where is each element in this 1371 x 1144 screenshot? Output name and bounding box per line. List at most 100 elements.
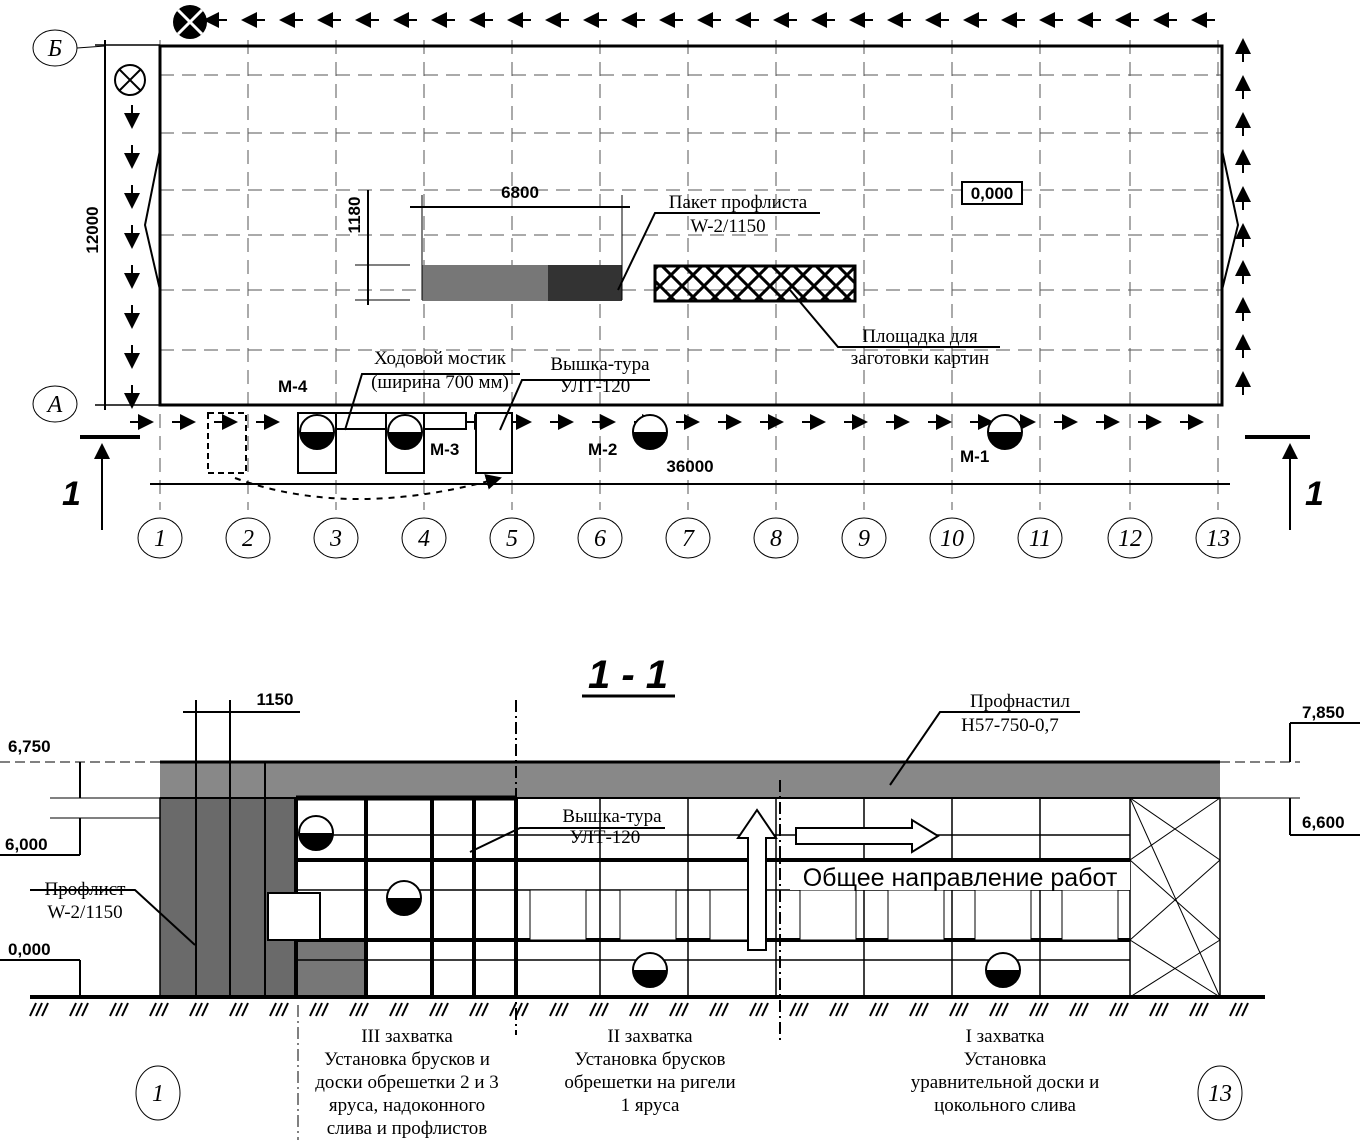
level-marks: 6,750 6,000 0,000 7,850 6,600 bbox=[0, 703, 1360, 997]
svg-text:(ширина 700 мм): (ширина 700 мм) bbox=[371, 372, 509, 393]
svg-text:Общее направление работ: Общее направление работ bbox=[803, 864, 1118, 892]
building-outline bbox=[158, 44, 1224, 407]
hatch-mark bbox=[549, 1002, 557, 1017]
hatch-mark bbox=[149, 1002, 157, 1017]
deck-label: Профнастил Н57-750-0,7 bbox=[889, 691, 1080, 786]
level-mark: 0,000 bbox=[961, 181, 1023, 205]
hatch-mark bbox=[1201, 1002, 1209, 1017]
svg-text:6,750: 6,750 bbox=[8, 737, 51, 756]
axis-bubble: 13 bbox=[1195, 517, 1241, 559]
work-direction: Общее направление работ bbox=[736, 808, 1130, 951]
axis-1: 1 bbox=[135, 1065, 181, 1121]
svg-text:1: 1 bbox=[152, 1081, 164, 1107]
hatch-mark bbox=[829, 1002, 837, 1017]
axis-bubble: 3 bbox=[313, 517, 359, 559]
hatch-mark bbox=[235, 1002, 243, 1017]
hatch-mark bbox=[589, 1002, 597, 1017]
hatch-mark bbox=[389, 1002, 397, 1017]
hatch-mark bbox=[921, 1002, 929, 1017]
window bbox=[267, 892, 321, 941]
hatch-mark bbox=[1069, 1002, 1077, 1017]
hatch-mark bbox=[35, 1002, 43, 1017]
row-axis-a: А bbox=[32, 385, 78, 423]
hatch-mark bbox=[401, 1002, 409, 1017]
hatch-mark bbox=[801, 1002, 809, 1017]
axis-label: 6 bbox=[594, 526, 606, 552]
window bbox=[529, 889, 587, 941]
stage-text: Установка bbox=[964, 1049, 1047, 1070]
window bbox=[799, 889, 857, 941]
stage-text: доски обрешетки 2 и 3 bbox=[315, 1072, 499, 1093]
hatch-mark bbox=[1035, 1002, 1043, 1017]
hatch-mark bbox=[201, 1002, 209, 1017]
svg-text:6,600: 6,600 bbox=[1302, 813, 1345, 832]
axis-bubble: 7 bbox=[665, 517, 711, 559]
hatch-mark bbox=[241, 1002, 249, 1017]
svg-text:13: 13 bbox=[1208, 1081, 1232, 1107]
section-title: 1 - 1 bbox=[588, 653, 668, 697]
axis-bubble: 11 bbox=[1017, 517, 1063, 559]
walkway-bridge: Ходовой мостик (ширина 700 мм) Вышка-тур… bbox=[207, 348, 650, 500]
svg-text:1: 1 bbox=[1305, 475, 1324, 513]
axis-bubble: 4 bbox=[401, 517, 447, 559]
crane-position-icon bbox=[114, 64, 146, 96]
hatch-mark bbox=[629, 1002, 637, 1017]
dim-width-text: 36000 bbox=[666, 457, 713, 476]
svg-text:1150: 1150 bbox=[257, 690, 294, 709]
stage-text: Установка брусков и bbox=[324, 1049, 490, 1070]
hatch-mark bbox=[909, 1002, 917, 1017]
stage-text: 1 яруса bbox=[621, 1095, 680, 1116]
hatch-mark bbox=[881, 1002, 889, 1017]
hatch-mark bbox=[961, 1002, 969, 1017]
axis-label: 7 bbox=[682, 526, 695, 552]
hatch-mark bbox=[1115, 1002, 1123, 1017]
mechanism-half bbox=[988, 432, 1022, 449]
svg-text:Вышка-тура: Вышка-тура bbox=[550, 354, 650, 375]
svg-text:УЛТ-120: УЛТ-120 bbox=[560, 376, 631, 397]
hatch-mark bbox=[635, 1002, 643, 1017]
hatch-mark bbox=[995, 1002, 1003, 1017]
hatch-mark bbox=[1189, 1002, 1197, 1017]
axis-label: 1 bbox=[154, 526, 166, 552]
hatch-mark bbox=[349, 1002, 357, 1017]
brace bbox=[1129, 939, 1221, 998]
gate-right bbox=[1221, 149, 1240, 291]
axis-label: 5 bbox=[506, 526, 518, 552]
hatch-mark bbox=[595, 1002, 603, 1017]
svg-text:УЛТ-120: УЛТ-120 bbox=[570, 827, 641, 848]
hatch-mark bbox=[161, 1002, 169, 1017]
svg-text:Профнастил: Профнастил bbox=[970, 691, 1071, 712]
hatch-mark bbox=[949, 1002, 957, 1017]
hatch-mark bbox=[1075, 1002, 1083, 1017]
hatch-mark bbox=[361, 1002, 369, 1017]
hatch-mark bbox=[1241, 1002, 1249, 1017]
hatch-mark bbox=[469, 1002, 477, 1017]
stage-text: слива и профлистов bbox=[327, 1118, 488, 1139]
hatch-mark bbox=[915, 1002, 923, 1017]
hatch-mark bbox=[155, 1002, 163, 1017]
stage-text: обрешетки на ригели bbox=[564, 1072, 735, 1093]
hatch-mark bbox=[121, 1002, 129, 1017]
axis-label: 4 bbox=[418, 526, 430, 552]
hatch-mark bbox=[875, 1002, 883, 1017]
gate-left bbox=[143, 149, 161, 291]
svg-text:Н57-750-0,7: Н57-750-0,7 bbox=[961, 715, 1059, 736]
hatch-mark bbox=[749, 1002, 757, 1017]
hatch-mark bbox=[675, 1002, 683, 1017]
svg-text:Ходовой мостик: Ходовой мостик bbox=[374, 348, 507, 369]
hatch-mark bbox=[109, 1002, 117, 1017]
section-cut-left: 1 bbox=[62, 435, 140, 530]
axis-bubble: 12 bbox=[1107, 517, 1153, 559]
stage-text: уравнительной доски и bbox=[911, 1072, 1100, 1093]
window bbox=[619, 889, 677, 941]
svg-text:6,000: 6,000 bbox=[5, 835, 48, 854]
panel-dimension: 1150 bbox=[183, 690, 300, 997]
axis-label: 10 bbox=[940, 526, 964, 552]
profile-label: Профлист W-2/1150 bbox=[30, 879, 196, 946]
hatch-mark bbox=[229, 1002, 237, 1017]
mechanism-label: М-3 bbox=[430, 440, 459, 459]
stage-text: III захватка bbox=[361, 1026, 453, 1047]
hatch-mark bbox=[1029, 1002, 1037, 1017]
